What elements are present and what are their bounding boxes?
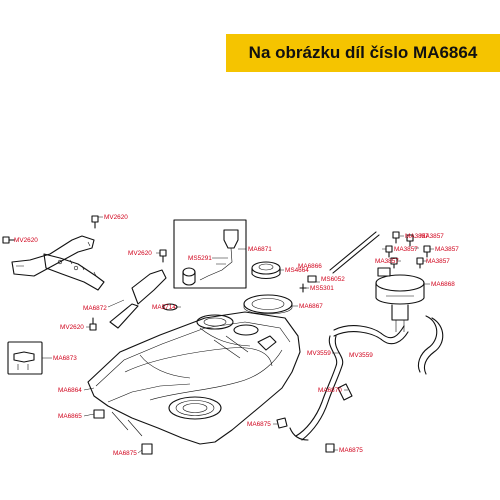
label-ma6870: MA6870	[318, 387, 342, 394]
label-ma6875: MA6875	[113, 450, 137, 457]
fuel-line-hoses	[295, 315, 444, 441]
label-ms4664: MS4664	[285, 267, 309, 274]
label-ma3857: MA3857	[426, 258, 450, 265]
label-ma5714: MA5714	[152, 304, 176, 311]
label-ma6865: MA6865	[58, 413, 82, 420]
inset-ma6873	[7, 341, 43, 375]
fuel-pump-module	[375, 267, 425, 332]
screw-ms5301	[299, 283, 307, 293]
clamp-ma6865	[93, 409, 105, 419]
bolt-mv2620	[2, 215, 167, 331]
label-mv2620: MV2620	[60, 324, 84, 331]
support-strap	[11, 235, 167, 329]
part-number-banner: Na obrázku díl číslo MA6864	[226, 34, 500, 72]
label-ma3857: MA3857	[375, 258, 399, 265]
vent-rod	[329, 231, 380, 274]
label-ma3857: MA3857	[420, 233, 444, 240]
label-mv3559: MV3559	[307, 350, 331, 357]
label-ma6875: MA6875	[247, 421, 271, 428]
label-ma6866: MA6866	[298, 263, 322, 270]
fuel-gauge-box	[173, 219, 247, 289]
label-ma6873: MA6873	[53, 355, 77, 362]
lock-ring	[243, 294, 293, 315]
label-ma6864: MA6864	[58, 387, 82, 394]
label-ma3857: MA3857	[405, 233, 429, 240]
fuel-tank	[87, 311, 301, 445]
label-ms6052: MS6052	[321, 276, 345, 283]
label-ma6875: MA6875	[339, 447, 363, 454]
label-mv2620: MV2620	[128, 250, 152, 257]
clamps-ma6875	[141, 417, 335, 455]
part-labels: MV2620 MV2620 MV2620 MA6872 MV2620 MA687…	[14, 214, 459, 457]
sender-flange	[251, 261, 281, 280]
label-ma6872: MA6872	[83, 305, 107, 312]
label-ms5291: MS5291	[188, 255, 212, 262]
label-ma6867: MA6867	[299, 303, 323, 310]
label-ma3857: MA3857	[394, 246, 418, 253]
clip-ms6052	[307, 275, 317, 283]
label-mv3559: MV3559	[349, 352, 373, 359]
leader-lines	[9, 216, 434, 454]
label-ma6868: MA6868	[431, 281, 455, 288]
label-ma6871: MA6871	[248, 246, 272, 253]
label-mv2620: MV2620	[14, 237, 38, 244]
label-ma3857: MA3857	[435, 246, 459, 253]
label-ms5301: MS5301	[310, 285, 334, 292]
screws-ma3857	[385, 231, 431, 269]
banner-text: Na obrázku díl číslo MA6864	[248, 43, 478, 62]
label-mv2620: MV2620	[104, 214, 128, 221]
